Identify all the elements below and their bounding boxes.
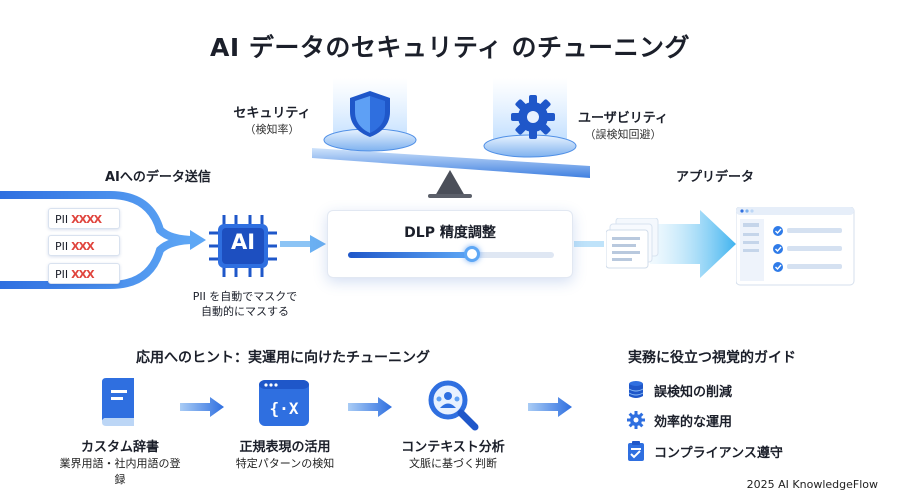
dlp-slider-track[interactable]	[348, 252, 554, 258]
ai-chip-icon	[209, 215, 277, 277]
guide-item: コンプライアンス遵守	[626, 440, 783, 462]
gear-icon	[511, 95, 555, 139]
gear-icon	[627, 411, 645, 429]
footer-credit: 2025 AI KnowledgeFlow	[746, 478, 878, 491]
database-icon	[628, 381, 644, 398]
step-subtitle: 特定パターンの検知	[235, 457, 335, 470]
dlp-slider-fill	[348, 252, 472, 258]
mask-note-line2: 自動的にマスする	[201, 305, 289, 318]
step-title: コンテキスト分析	[401, 440, 505, 455]
document-stack-icon	[606, 218, 659, 269]
usability-label-group: ユーザビリティ （誤検知回避）	[568, 107, 678, 142]
app-window-icon	[736, 207, 855, 286]
security-label-group: セキュリティ （検知率）	[222, 102, 322, 137]
step-title: カスタム辞書	[80, 440, 159, 455]
context-search-icon	[428, 380, 479, 431]
pii-mask-marks: XXX	[71, 240, 94, 253]
step-title: 正規表現の活用	[239, 440, 331, 455]
page-title: AI データのセキュリティ のチューニング	[209, 33, 691, 62]
book-icon	[102, 378, 134, 426]
usability-sub-label: （誤検知回避）	[584, 128, 662, 141]
guide-item-label: 効率的な運用	[654, 414, 733, 430]
app-data-label: アプリデータ	[676, 170, 755, 185]
step-regex: 正規表現の活用 特定パターンの検知	[220, 436, 350, 471]
usability-label: ユーザビリティ	[578, 111, 668, 126]
security-sub-label: （検知率）	[244, 123, 300, 136]
guide-item-label: コンプライアンス遵守	[654, 445, 783, 461]
step-context-analysis: コンテキスト分析 文脈に基づく判断	[388, 436, 518, 471]
mask-note-line1: PII を自動でマスクで	[192, 290, 298, 303]
data-send-label: AIへのデータ送信	[105, 170, 211, 185]
svg-text:{·X: {·X	[270, 399, 299, 418]
guide-item: 誤検知の削減	[626, 380, 732, 400]
flow-arrows	[0, 191, 736, 289]
guide-item-label: 誤検知の削減	[654, 384, 733, 400]
mask-note: PII を自動でマスクで 自動的にマスする	[170, 289, 320, 319]
regex-code-icon: {·X	[259, 380, 309, 426]
dlp-label: DLP 精度調整	[404, 225, 496, 241]
guide-heading: 実務に役立つ視覚的ガイド	[628, 350, 796, 366]
pii-mask-marks: XXXX	[71, 213, 102, 226]
step-subtitle: 文脈に基づく判断	[409, 457, 497, 470]
step-arrows	[180, 397, 572, 417]
pii-card-label: PII	[55, 213, 69, 226]
clipboard-check-icon	[628, 441, 644, 461]
security-label: セキュリティ	[233, 106, 311, 121]
hints-heading: 応用へのヒント：実運用に向けたチューニング	[136, 350, 430, 366]
step-custom-dictionary: カスタム辞書 業界用語・社内用語の登録	[55, 436, 185, 487]
guide-item: 効率的な運用	[626, 410, 732, 430]
dlp-slider-thumb[interactable]	[463, 246, 480, 262]
step-subtitle: 業界用語・社内用語の登録	[59, 457, 181, 486]
shield-icon	[350, 91, 390, 137]
pii-mask-marks: XXX	[71, 268, 94, 281]
dlp-tuning-panel: DLP 精度調整	[327, 210, 573, 278]
ai-chip-label: AI	[230, 230, 256, 254]
pii-card-label: PII	[55, 240, 69, 253]
pii-card-label: PII	[55, 268, 69, 281]
